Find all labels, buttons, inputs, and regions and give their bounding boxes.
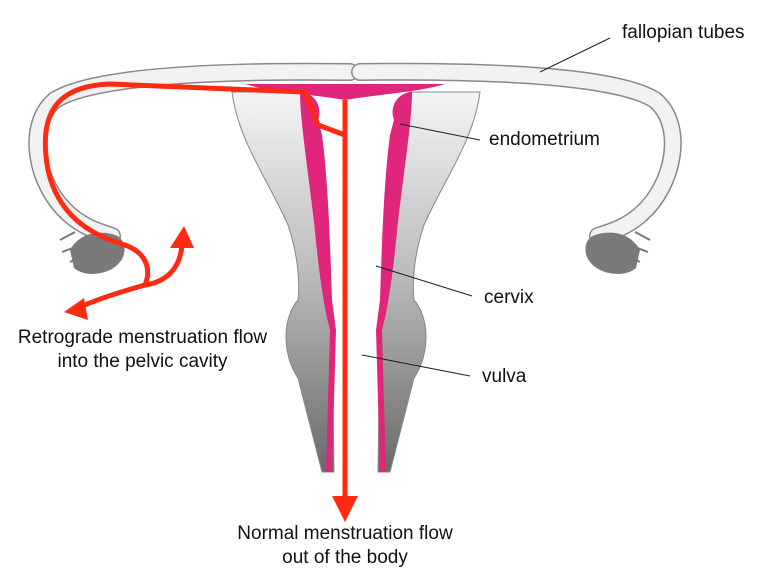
caption-normal-line1: Normal menstruation flow bbox=[237, 523, 453, 544]
label-endometrium: endometrium bbox=[489, 129, 600, 150]
retrograde-arrowhead-up bbox=[170, 226, 194, 248]
fallopian-tubes-leader bbox=[539, 37, 611, 73]
caption-retrograde: Retrograde menstruation flow into the pe… bbox=[10, 326, 275, 374]
cervix-leader bbox=[375, 265, 473, 297]
label-fallopian-tubes: fallopian tubes bbox=[622, 22, 745, 43]
label-vulva: vulva bbox=[482, 366, 527, 387]
caption-normal-line2: out of the body bbox=[282, 547, 408, 568]
retrograde-flow-branch bbox=[144, 244, 185, 288]
retrograde-arrowhead-left bbox=[64, 298, 88, 320]
vulva-leader bbox=[361, 354, 471, 377]
label-cervix: cervix bbox=[484, 287, 534, 308]
retrograde-flow-line bbox=[42, 81, 346, 311]
caption-retrograde-line2: into the pelvic cavity bbox=[57, 351, 228, 372]
caption-retrograde-line1: Retrograde menstruation flow bbox=[17, 327, 268, 348]
normal-flow-arrowhead bbox=[332, 496, 358, 522]
endometrium-leader bbox=[399, 123, 481, 141]
right-uterine-wall bbox=[366, 91, 481, 473]
caption-normal: Normal menstruation flow out of the body bbox=[210, 522, 480, 570]
left-uterine-wall bbox=[231, 91, 346, 473]
